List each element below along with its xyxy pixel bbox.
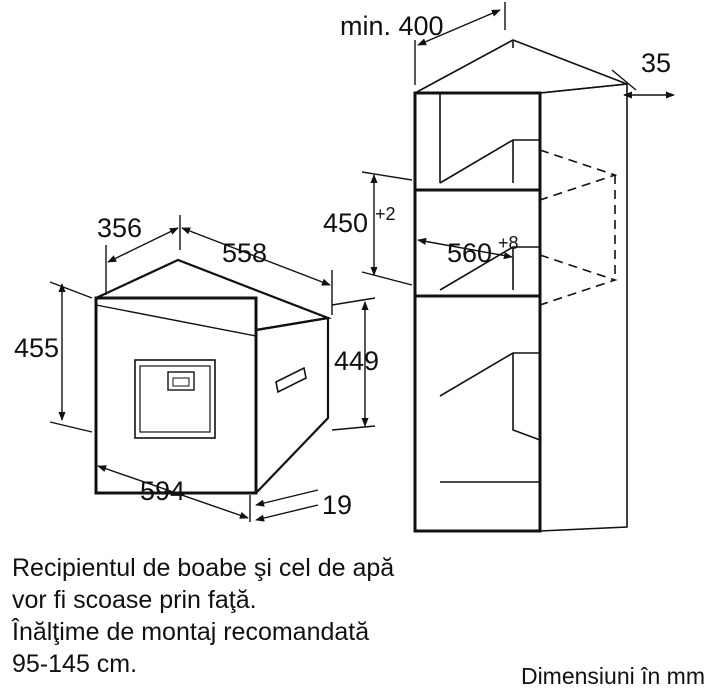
label-front-panel-depth: 19 — [322, 490, 352, 520]
label-appliance-depth: 356 — [97, 213, 142, 243]
label-appliance-front-width: 594 — [140, 476, 185, 506]
label-niche-height-tolerance: +2 — [375, 204, 396, 224]
note-line: Recipientul de boabe şi cel de apă — [12, 554, 395, 582]
label-niche-width-tolerance: +8 — [498, 233, 519, 253]
label-cabinet-gap: 35 — [641, 48, 671, 78]
note-line: Înălţime de montaj recomandată — [12, 618, 370, 646]
label-appliance-body-height: 449 — [334, 346, 379, 376]
installation-diagram: min. 400 35 450 +2 560 +8 356 558 455 44… — [14, 2, 675, 533]
units-label: Dimensiuni în mm — [520, 663, 705, 689]
label-appliance-width: 558 — [222, 238, 267, 268]
label-niche-width: 560 — [447, 238, 492, 268]
coffee-machine — [94, 258, 333, 495]
installation-notes: Recipientul de boabe şi cel de apă vor f… — [12, 552, 572, 680]
label-cabinet-min-width: min. 400 — [340, 11, 444, 41]
note-line: 95-145 cm. — [12, 650, 138, 678]
note-line: vor fi scoase prin faţă. — [12, 586, 257, 614]
label-appliance-front-height: 455 — [14, 333, 59, 363]
tall-cabinet — [413, 39, 628, 533]
label-niche-height: 450 — [323, 208, 368, 238]
